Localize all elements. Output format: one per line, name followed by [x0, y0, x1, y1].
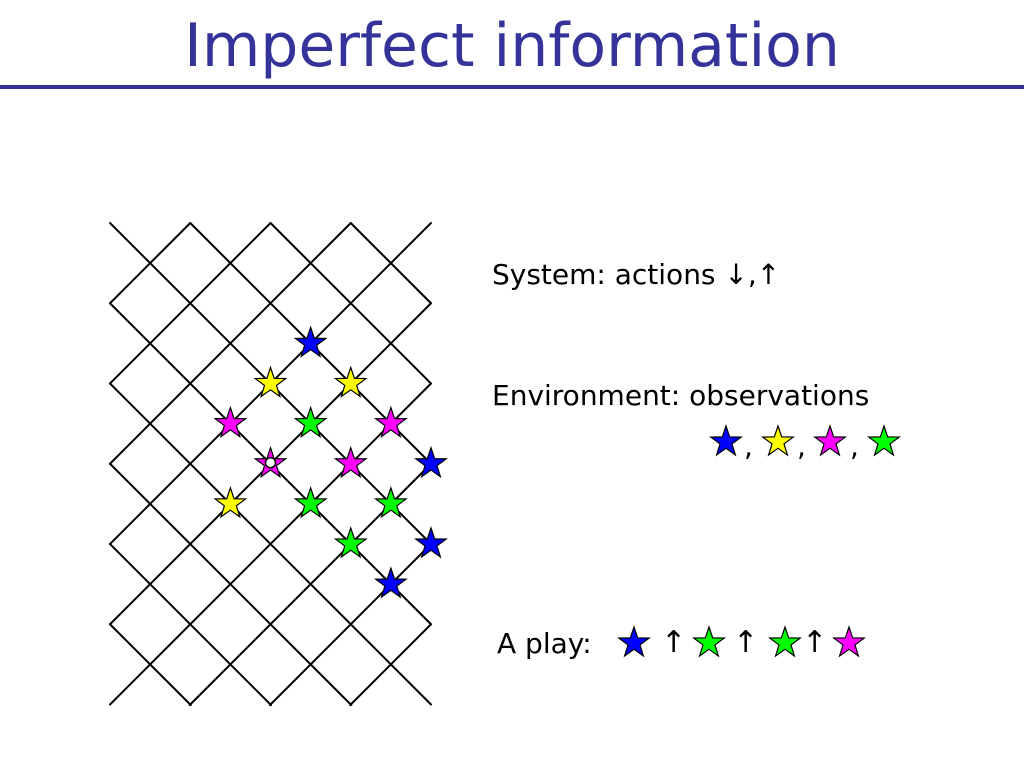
grid-line — [109, 222, 192, 305]
observation-star-blue-icon — [709, 424, 743, 457]
observation-star-green-icon — [867, 424, 901, 457]
up-arrow: ↑ — [733, 625, 759, 660]
grid-line — [109, 222, 352, 465]
observation-star-blue-icon — [414, 526, 448, 559]
observation-star-blue-icon — [293, 325, 328, 358]
observation-separator: , — [744, 430, 753, 463]
play-sequence: A play: ↑ ↑ ↑ — [497, 625, 897, 665]
observation-separator: , — [850, 430, 859, 463]
observation-star-magenta-icon — [333, 445, 368, 479]
play-star-blue-icon — [617, 625, 651, 658]
system-actions-label: System: actions ↓,↑ — [492, 258, 781, 291]
title-underline — [0, 85, 1024, 89]
grid-line — [349, 623, 432, 706]
observation-star-green-icon — [373, 486, 408, 519]
lattice-stars — [213, 325, 448, 599]
play-star-magenta-icon — [832, 625, 866, 658]
observation-star-magenta-icon — [213, 405, 248, 439]
observation-separator: , — [797, 430, 806, 463]
environment-observations-label: Environment: observations — [492, 379, 870, 412]
slide-title: Imperfect information — [184, 11, 840, 81]
play-star-green-icon — [768, 625, 802, 658]
observation-star-blue-icon — [414, 445, 448, 479]
observation-star-green-icon — [293, 405, 328, 439]
grid-line — [109, 382, 432, 706]
start-position-marker — [264, 457, 277, 469]
observation-star-yellow-icon — [213, 486, 248, 519]
observation-star-magenta-icon — [373, 405, 408, 439]
play-star-green-icon — [692, 625, 726, 658]
grid-line — [109, 222, 272, 385]
observation-star-blue-icon — [373, 566, 408, 599]
observation-star-magenta-icon — [813, 424, 847, 457]
observation-star-green-icon — [293, 486, 328, 519]
lattice-grid — [109, 222, 432, 706]
up-arrow: ↑ — [661, 625, 687, 660]
grid-line — [269, 543, 432, 706]
observation-list: , , , — [708, 422, 908, 463]
play-label: A play: — [497, 627, 592, 660]
observation-star-green-icon — [333, 526, 368, 559]
up-arrow: ↑ — [802, 625, 828, 660]
observation-star-yellow-icon — [333, 365, 368, 398]
observation-star-yellow-icon — [253, 365, 288, 398]
observation-star-yellow-icon — [761, 424, 795, 457]
